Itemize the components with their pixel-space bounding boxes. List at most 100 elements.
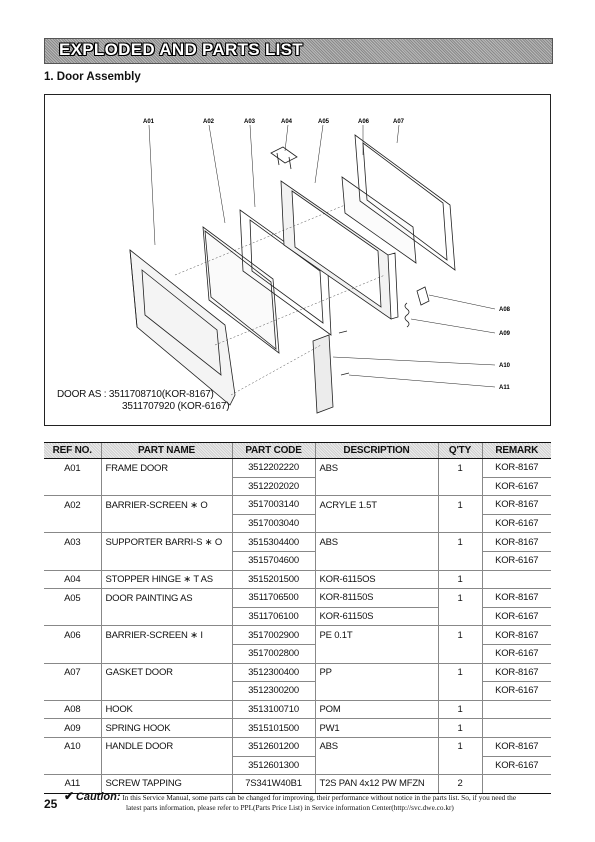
- cell-ref: [44, 681, 101, 701]
- cell-code: 3512202020: [231, 477, 315, 497]
- header-ref-no: REF NO.: [44, 442, 101, 459]
- callout-a11: A11: [499, 385, 510, 391]
- header-part-name: PART NAME: [100, 442, 232, 459]
- cell-qty: 1: [437, 718, 482, 738]
- cell-desc: [314, 681, 438, 701]
- cell-name: [100, 477, 232, 497]
- cell-desc: PW1: [314, 718, 438, 738]
- cell-code: 3515304400: [231, 532, 315, 552]
- section-title: 1. Door Assembly: [44, 71, 141, 83]
- cell-code: 3512300400: [231, 663, 315, 683]
- cell-ref: [44, 514, 101, 534]
- caution-colon: :: [116, 791, 121, 803]
- cell-code: 3515704600: [231, 551, 315, 571]
- cell-ref: A08: [44, 700, 101, 720]
- cell-remark: [481, 718, 551, 738]
- door-assembly-drawing: A01 A02 A03 A04 A05 A06 A07 A08 A09 A10 …: [129, 119, 511, 414]
- cell-desc: ABS: [314, 737, 438, 756]
- cell-remark: KOR-8167: [481, 588, 551, 608]
- callout-a10: A10: [499, 363, 511, 369]
- part-hook: [416, 286, 430, 306]
- table-row: A09 SPRING HOOK 3515101500 PW1 1: [44, 718, 551, 738]
- cell-name: [100, 644, 232, 664]
- cell-ref: A02: [64, 499, 81, 511]
- cell-desc: ABS: [314, 532, 438, 552]
- table-row: 3512601300 KOR-6167: [44, 756, 551, 776]
- cell-desc: [314, 756, 438, 776]
- cell-qty: 1: [437, 458, 482, 478]
- table-row: A04 STOPPER HINGE ∗ T AS 3515201500 KOR-…: [44, 570, 551, 590]
- cell-ref: [44, 477, 101, 497]
- cell-ref: A09: [44, 718, 101, 738]
- parts-list-table: REF NO. PART NAME PART CODE DESCRIPTION …: [44, 442, 551, 794]
- cell-name: FRAME DOOR: [100, 458, 232, 478]
- callout-a05: A05: [318, 119, 330, 125]
- cell-code: 3517003140: [231, 495, 315, 515]
- cell-ref: A06: [64, 629, 81, 641]
- cell-code: 3512601200: [231, 737, 315, 757]
- cell-code: 3517002900: [231, 625, 315, 645]
- cell-ref: A04: [44, 570, 101, 590]
- cell-name: [100, 607, 232, 627]
- caution-text-line1: In this Service Manual, some parts can b…: [122, 793, 517, 802]
- cell-desc: [314, 477, 438, 497]
- cell-qty: 1: [437, 737, 482, 756]
- cell-ref: A11: [44, 774, 101, 794]
- part-screw-tapping: [338, 330, 350, 376]
- header-remark: REMARK: [481, 442, 551, 459]
- cell-remark: KOR-6167: [481, 477, 551, 497]
- cell-name: SCREW TAPPING: [100, 774, 232, 794]
- cell-desc: ABS: [314, 458, 438, 478]
- cell-desc: [314, 644, 438, 664]
- cell-qty: 2: [437, 774, 482, 794]
- callout-a09: A09: [499, 331, 511, 337]
- table-row: A08 HOOK 3513100710 POM 1: [44, 700, 551, 720]
- page-number: 25: [44, 797, 58, 811]
- cell-remark: KOR-6167: [481, 551, 551, 571]
- caution-note: ✔ Caution: In this Service Manual, some …: [64, 789, 554, 812]
- cell-qty: 1: [437, 663, 482, 682]
- cell-remark: KOR-8167: [481, 458, 551, 478]
- cell-remark: KOR-6167: [481, 681, 551, 701]
- cell-code: 3512300200: [231, 681, 315, 701]
- cell-desc: T2S PAN 4x12 PW MFZN: [314, 774, 438, 794]
- cell-qty: 1: [437, 532, 482, 552]
- part-handle-door: [312, 334, 334, 414]
- cell-ref: [44, 756, 101, 776]
- cell-code: 3512202220: [231, 458, 315, 478]
- cell-name: [100, 514, 232, 534]
- cell-ref: [44, 644, 101, 664]
- table-row: 3512202020 KOR-6167: [44, 477, 551, 497]
- banner-title: EXPLODED AND PARTS LIST: [59, 40, 303, 59]
- table-row: 3515704600 KOR-6167: [44, 551, 551, 571]
- cell-remark: [481, 774, 551, 794]
- checkmark-icon: ✔: [64, 789, 75, 803]
- cell-remark: KOR-8167: [481, 663, 551, 683]
- caution-text-line2: latest parts information, please refer t…: [126, 802, 454, 812]
- table-header-row: REF NO. PART NAME PART CODE DESCRIPTION …: [44, 442, 551, 459]
- door-as-line1: DOOR AS : 3511708710(KOR-8167): [57, 389, 214, 400]
- cell-code: 7S341W40B1: [231, 774, 315, 794]
- cell-desc: POM: [314, 700, 438, 720]
- cell-desc: KOR-81150S: [314, 588, 438, 608]
- cell-name: HOOK: [100, 700, 232, 720]
- part-stopper-hinge: [270, 146, 298, 164]
- cell-qty: 1: [437, 625, 482, 645]
- table-row: 3512300200 KOR-6167: [44, 681, 551, 701]
- cell-code: 3515201500: [231, 570, 315, 590]
- callout-a03: A03: [244, 119, 256, 125]
- cell-remark: KOR-8167: [481, 532, 551, 552]
- cell-name: [100, 681, 232, 701]
- table-row: 3517003040 KOR-6167: [44, 514, 551, 534]
- cell-qty: 1: [437, 570, 482, 590]
- cell-name: STOPPER HINGE ∗ T AS: [100, 570, 232, 590]
- cell-name: BARRIER-SCREEN ∗ O: [100, 495, 232, 515]
- cell-desc: [314, 514, 438, 534]
- cell-ref: A01: [64, 462, 81, 474]
- cell-name: [100, 551, 232, 571]
- table-row: A06 BARRIER-SCREEN ∗ I 3517002900 PE 0.1…: [44, 625, 551, 645]
- cell-qty: [437, 607, 482, 627]
- cell-name: HANDLE DOOR: [100, 737, 232, 756]
- cell-desc: ACRYLE 1.5T: [314, 495, 438, 515]
- cell-name: SUPPORTER BARRI-S ∗ O: [100, 532, 232, 552]
